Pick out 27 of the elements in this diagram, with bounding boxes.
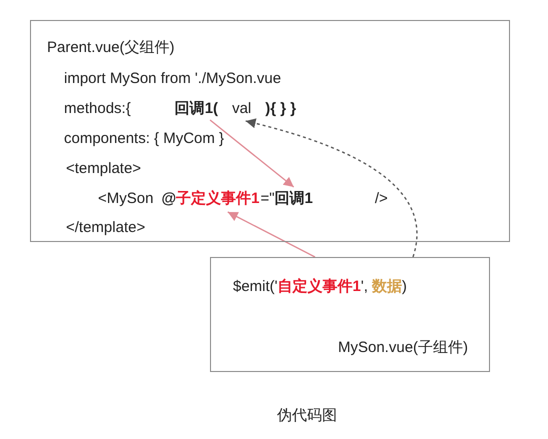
code-text: import MySon from './MySon.vue	[64, 69, 282, 89]
panel-title: MySon.vue(子组件)	[338, 338, 468, 358]
caption: 伪代码图	[277, 406, 337, 426]
code-text: />	[374, 189, 388, 209]
code-text: components: { MyCom }	[64, 129, 224, 149]
code-text: </template>	[66, 218, 146, 238]
code-text: 回调1	[274, 189, 313, 209]
code-text: <MySon	[98, 189, 154, 209]
code-text: 回调1(	[174, 99, 218, 119]
code-panel	[30, 20, 510, 242]
arrow	[210, 120, 294, 188]
panel-title: Parent.vue(父组件)	[47, 38, 175, 58]
code-text: ){ } }	[265, 99, 296, 119]
code-text: )	[402, 277, 407, 297]
code-text: ="	[260, 189, 275, 209]
code-text: 自定义事件1	[278, 277, 361, 297]
code-text: ',	[360, 277, 368, 297]
code-text: @	[161, 189, 176, 209]
code-text: 子定义事件1	[176, 189, 260, 209]
arrow	[246, 118, 418, 258]
code-text: methods:{	[64, 99, 131, 119]
code-text: <template>	[66, 159, 142, 179]
code-text: val	[232, 99, 252, 119]
code-panel	[210, 257, 490, 372]
code-text: $emit('	[233, 277, 278, 297]
arrow	[227, 211, 316, 258]
code-text: 数据	[372, 277, 402, 297]
